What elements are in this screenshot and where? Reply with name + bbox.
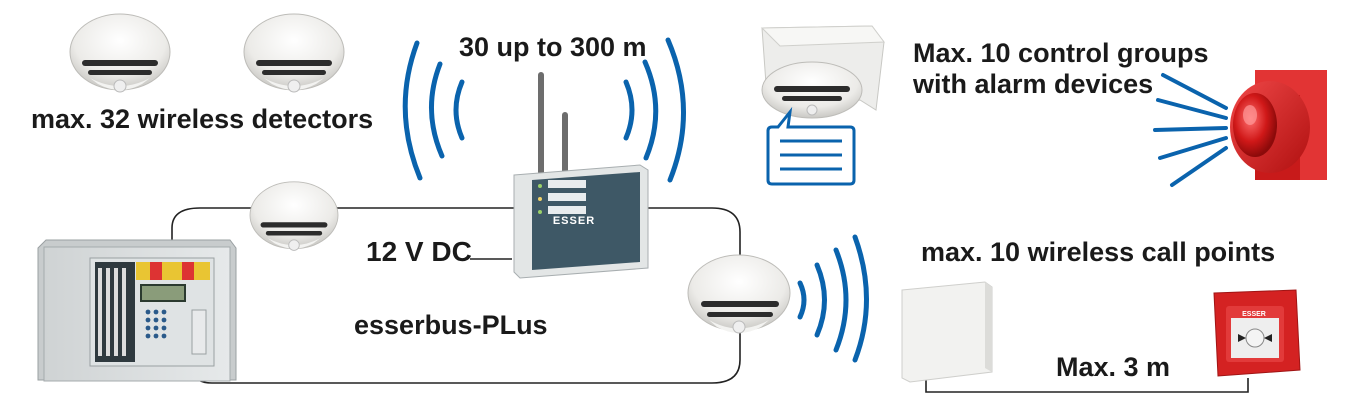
label-control-groups-line2: with alarm devices [913, 69, 1154, 100]
fire-panel-icon [37, 239, 237, 382]
siren-beams [1153, 73, 1228, 187]
radio-waves-icon [402, 37, 686, 183]
label-power: 12 V DC [366, 236, 472, 267]
label-distance: Max. 3 m [1056, 352, 1171, 382]
smoke-detector-icon [687, 254, 791, 334]
siren-icon [1230, 70, 1327, 180]
label-wireless-detectors: max. 32 wireless detectors [31, 104, 374, 134]
label-call-points: max. 10 wireless call points [921, 237, 1276, 267]
radio-waves-icon [797, 234, 869, 363]
call-point-icon [1213, 289, 1301, 377]
smoke-detector-icon [249, 181, 339, 251]
expansion-box-icon [901, 281, 993, 383]
smoke-detector-icon [69, 13, 171, 93]
call-point-brand-logo: ESSER [1242, 311, 1266, 318]
radio-gateway-icon [760, 25, 885, 119]
data-card-icon [766, 106, 856, 186]
label-range: 30 up to 300 m [459, 32, 647, 62]
expansion-box-icon [513, 72, 649, 279]
controller-brand-logo: ESSER [552, 215, 596, 227]
label-control-groups-line1: Max. 10 control groups [913, 38, 1209, 68]
smoke-detector-icon [243, 13, 345, 93]
label-control-groups: Max. 10 control groups with alarm device… [913, 38, 1209, 100]
label-bus: esserbus-PLus [354, 310, 548, 340]
